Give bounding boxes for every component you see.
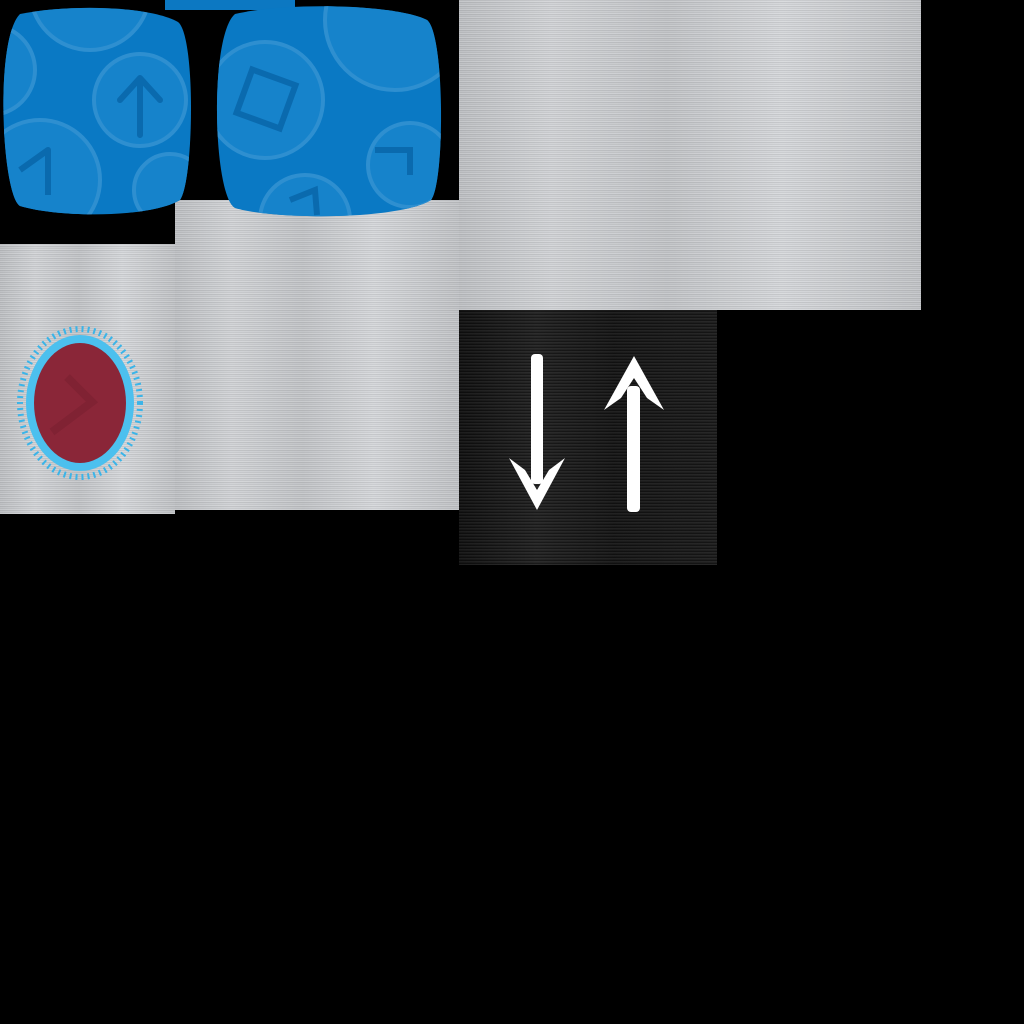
arrow-up-icon — [604, 356, 664, 512]
brushed-metal-wide — [459, 0, 921, 310]
blue-pad-right — [205, 0, 455, 222]
arrow-down-icon — [509, 354, 565, 510]
direction-arrows-panel — [459, 310, 717, 565]
brushed-metal-center — [175, 200, 459, 510]
blue-pad-left — [0, 0, 200, 220]
indicator-light — [12, 322, 152, 482]
blue-strip — [165, 0, 295, 10]
arrow-right-icon — [49, 374, 99, 436]
